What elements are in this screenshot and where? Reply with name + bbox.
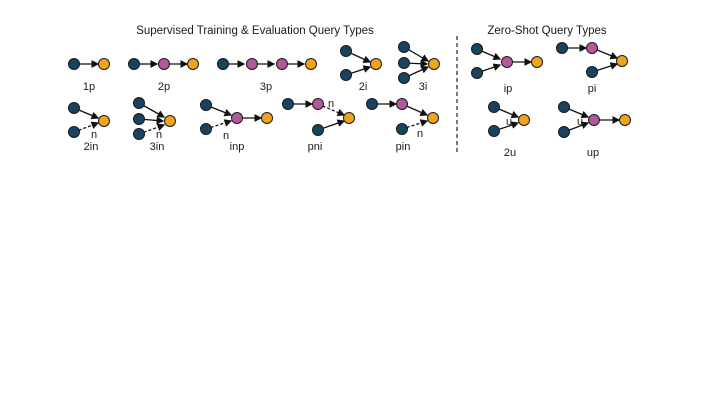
- anchor-node: [133, 128, 145, 140]
- target-node: [305, 58, 317, 70]
- variable-node: [231, 112, 243, 124]
- query-label-3in: 3in: [150, 141, 165, 153]
- anchor-node: [558, 126, 570, 138]
- anchor-node: [68, 58, 80, 70]
- anchor-node: [488, 125, 500, 137]
- anchor-node: [471, 43, 483, 55]
- query-inp: n inp: [200, 99, 273, 153]
- target-node: [187, 58, 199, 70]
- variable-node: [246, 58, 258, 70]
- query-label-3i: 3i: [419, 81, 428, 93]
- query-label-pi: pi: [588, 83, 597, 95]
- variable-node: [276, 58, 288, 70]
- query-label-up: up: [587, 147, 599, 159]
- anchor-node: [340, 45, 352, 57]
- query-2p: 2p: [128, 58, 199, 93]
- target-node: [261, 112, 273, 124]
- anchor-node: [366, 98, 378, 110]
- anchor-node: [558, 101, 570, 113]
- anchor-node: [556, 42, 568, 54]
- query-label-pni: pni: [308, 141, 323, 153]
- anchor-node: [471, 67, 483, 79]
- target-node: [428, 58, 440, 70]
- variable-node: [396, 98, 408, 110]
- anchor-node: [68, 126, 80, 138]
- query-label-2u: 2u: [504, 147, 516, 159]
- target-node: [164, 115, 176, 127]
- query-label-1p: 1p: [83, 81, 95, 93]
- query-up: u up: [558, 101, 631, 159]
- query-label-inp: inp: [230, 141, 245, 153]
- anchor-node: [586, 66, 598, 78]
- negation-edge-label: n: [417, 128, 423, 140]
- anchor-node: [398, 72, 410, 84]
- query-label-2in: 2in: [84, 141, 99, 153]
- zero-shot-header: Zero-Shot Query Types: [487, 25, 607, 37]
- anchor-node: [398, 57, 410, 69]
- query-3p: 3p: [217, 58, 317, 93]
- variable-node: [501, 56, 513, 68]
- target-node: [343, 112, 355, 124]
- target-node: [98, 58, 110, 70]
- negation-edge-label: n: [156, 129, 162, 141]
- query-pi: pi: [556, 42, 628, 95]
- target-node: [427, 112, 439, 124]
- anchor-node: [128, 58, 140, 70]
- anchor-node: [200, 123, 212, 135]
- target-node: [531, 56, 543, 68]
- query-label-3p: 3p: [260, 81, 272, 93]
- union-edge-label: u: [506, 116, 512, 128]
- anchor-node: [398, 41, 410, 53]
- query-3i: 3i: [398, 41, 440, 93]
- anchor-node: [133, 97, 145, 109]
- target-node: [370, 58, 382, 70]
- negation-edge-label: n: [223, 130, 229, 142]
- query-label-ip: ip: [504, 83, 513, 95]
- target-node: [98, 115, 110, 127]
- query-ip: ip: [471, 43, 543, 95]
- supervised-header: Supervised Training & Evaluation Query T…: [136, 25, 374, 37]
- query-pin: n pin: [366, 98, 439, 153]
- query-1p: 1p: [68, 58, 110, 93]
- union-edge-label: u: [577, 116, 583, 128]
- anchor-node: [200, 99, 212, 111]
- anchor-node: [340, 69, 352, 81]
- anchor-node: [396, 123, 408, 135]
- anchor-node: [488, 101, 500, 113]
- query-label-pin: pin: [396, 141, 411, 153]
- target-node: [619, 114, 631, 126]
- anchor-node: [217, 58, 229, 70]
- anchor-node: [312, 124, 324, 136]
- query-3in: n 3in: [133, 97, 176, 153]
- query-2in: n 2in: [68, 102, 110, 153]
- query-label-2i: 2i: [359, 81, 368, 93]
- variable-node: [586, 42, 598, 54]
- query-label-2p: 2p: [158, 81, 170, 93]
- query-2i: 2i: [340, 45, 382, 93]
- negation-edge-label: n: [328, 98, 334, 110]
- query-pni: n pni: [282, 98, 355, 153]
- negation-edge-label: n: [91, 129, 97, 141]
- query-2u: u 2u: [488, 101, 530, 159]
- variable-node: [588, 114, 600, 126]
- variable-node: [312, 98, 324, 110]
- anchor-node: [133, 113, 145, 125]
- target-node: [518, 114, 530, 126]
- variable-node: [158, 58, 170, 70]
- anchor-node: [282, 98, 294, 110]
- anchor-node: [68, 102, 80, 114]
- target-node: [616, 55, 628, 67]
